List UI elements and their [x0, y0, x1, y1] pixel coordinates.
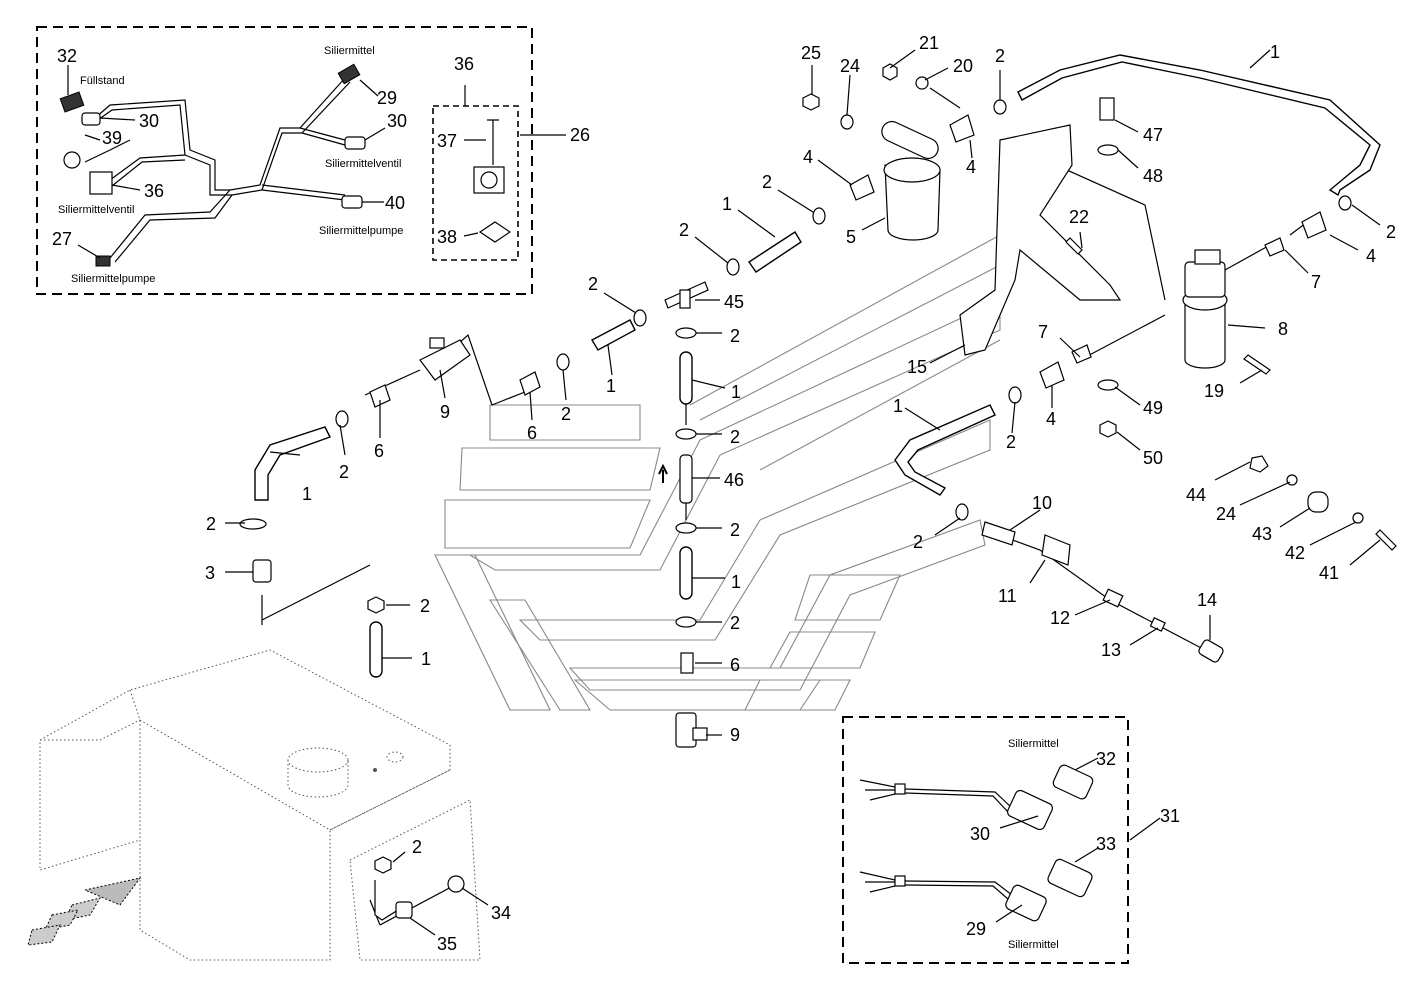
callout-part-27: 27	[52, 229, 72, 249]
callout-part-45: 45	[724, 292, 744, 312]
label-siliermittelpumpe-right: Siliermittelpumpe	[319, 225, 403, 237]
callout-part-6: 6	[730, 655, 740, 675]
callout-part-12: 12	[1050, 608, 1070, 628]
callout-part-1: 1	[1270, 42, 1280, 62]
callout-part-25: 25	[801, 43, 821, 63]
callout-part-30: 30	[139, 111, 159, 131]
callout-part-40: 40	[385, 193, 405, 213]
callout-part-46: 46	[724, 470, 744, 490]
callout-part-2: 2	[412, 837, 422, 857]
label-siliermittelpumpe-left: Siliermittelpumpe	[71, 273, 155, 285]
callout-part-2: 2	[561, 404, 571, 424]
callout-part-43: 43	[1252, 524, 1272, 544]
callout-part-6: 6	[374, 441, 384, 461]
label-siliermittel-top: Siliermittel	[1008, 738, 1059, 750]
callout-part-4: 4	[803, 147, 813, 167]
callout-part-42: 42	[1285, 543, 1305, 563]
callout-part-2: 2	[730, 613, 740, 633]
callout-part-19: 19	[1204, 381, 1224, 401]
callout-part-32: 32	[57, 46, 77, 66]
callout-part-4: 4	[1046, 409, 1056, 429]
callout-part-2: 2	[206, 514, 216, 534]
label-siliermittel-bottom: Siliermittel	[1008, 939, 1059, 951]
callout-part-48: 48	[1143, 166, 1163, 186]
callout-part-2: 2	[730, 520, 740, 540]
callout-part-11: 11	[998, 586, 1017, 606]
label-siliermittelventil-right: Siliermittelventil	[325, 158, 401, 170]
callout-part-2: 2	[1386, 222, 1396, 242]
callout-part-2: 2	[995, 46, 1005, 66]
callout-part-1: 1	[893, 396, 903, 416]
harness-inset-labels: Füllstand Siliermittel Siliermittelventi…	[58, 45, 403, 285]
callout-part-9: 9	[730, 725, 740, 745]
callout-part-34: 34	[491, 903, 511, 923]
callout-part-14: 14	[1197, 590, 1217, 610]
callout-part-33: 33	[1096, 834, 1116, 854]
callout-part-1: 1	[731, 572, 741, 592]
callout-part-24: 24	[840, 56, 860, 76]
callout-part-1: 1	[731, 382, 741, 402]
hose-system	[225, 49, 1397, 936]
callout-part-38: 38	[437, 227, 457, 247]
callout-part-37: 37	[437, 131, 457, 151]
callout-part-35: 35	[437, 934, 457, 954]
callout-part-29: 29	[966, 919, 986, 939]
callout-part-3: 3	[205, 563, 215, 583]
callout-part-29: 29	[377, 88, 397, 108]
callout-part-10: 10	[1032, 493, 1052, 513]
callout-part-4: 4	[966, 157, 976, 177]
callout-part-2: 2	[1006, 432, 1016, 452]
callout-part-9: 9	[440, 402, 450, 422]
callout-part-4: 4	[1366, 246, 1376, 266]
callout-part-5: 5	[846, 227, 856, 247]
callout-part-2: 2	[730, 326, 740, 346]
callout-part-2: 2	[679, 220, 689, 240]
callout-part-44: 44	[1186, 485, 1206, 505]
callout-part-7: 7	[1311, 272, 1321, 292]
label-fuellstand: Füllstand	[80, 75, 125, 87]
callout-part-30: 30	[387, 111, 407, 131]
callout-part-22: 22	[1069, 207, 1089, 227]
part-callouts: 1 1 1 1 1 1 1 1 2 2 2 2 2 2 2 2 2 2 2 2 …	[52, 33, 1396, 954]
connector-inset-labels: Siliermittel Siliermittel	[1008, 738, 1059, 951]
callout-part-30: 30	[970, 824, 990, 844]
callout-part-13: 13	[1101, 640, 1121, 660]
callout-part-47: 47	[1143, 125, 1163, 145]
callout-part-36: 36	[144, 181, 164, 201]
callout-part-8: 8	[1278, 319, 1288, 339]
callout-part-1: 1	[302, 484, 312, 504]
machine-outline-panels	[434, 234, 1011, 711]
tank-outline	[39, 649, 481, 961]
callout-part-15: 15	[907, 357, 927, 377]
callout-part-1: 1	[421, 649, 431, 669]
callout-part-36: 36	[454, 54, 474, 74]
callout-part-2: 2	[420, 596, 430, 616]
callout-part-41: 41	[1319, 563, 1339, 583]
callout-part-31: 31	[1160, 806, 1180, 826]
label-siliermittel: Siliermittel	[324, 45, 375, 57]
callout-part-2: 2	[762, 172, 772, 192]
callout-part-50: 50	[1143, 448, 1163, 468]
callout-part-2: 2	[339, 462, 349, 482]
callout-part-6: 6	[527, 423, 537, 443]
callout-part-32: 32	[1096, 749, 1116, 769]
callout-part-2: 2	[730, 427, 740, 447]
callout-part-7: 7	[1038, 322, 1048, 342]
callout-part-39: 39	[102, 128, 122, 148]
callout-part-26: 26	[570, 125, 590, 145]
view-arrow-icon	[27, 877, 142, 946]
label-siliermittelventil-left: Siliermittelventil	[58, 204, 134, 216]
callout-part-2: 2	[588, 274, 598, 294]
callout-part-1: 1	[722, 194, 732, 214]
callout-part-49: 49	[1143, 398, 1163, 418]
callout-part-2: 2	[913, 532, 923, 552]
callout-part-1: 1	[606, 376, 616, 396]
callout-part-21: 21	[919, 33, 939, 53]
connector-inset	[842, 716, 1161, 964]
callout-part-20: 20	[953, 56, 973, 76]
harness-inset	[36, 26, 566, 295]
callout-part-24: 24	[1216, 504, 1236, 524]
